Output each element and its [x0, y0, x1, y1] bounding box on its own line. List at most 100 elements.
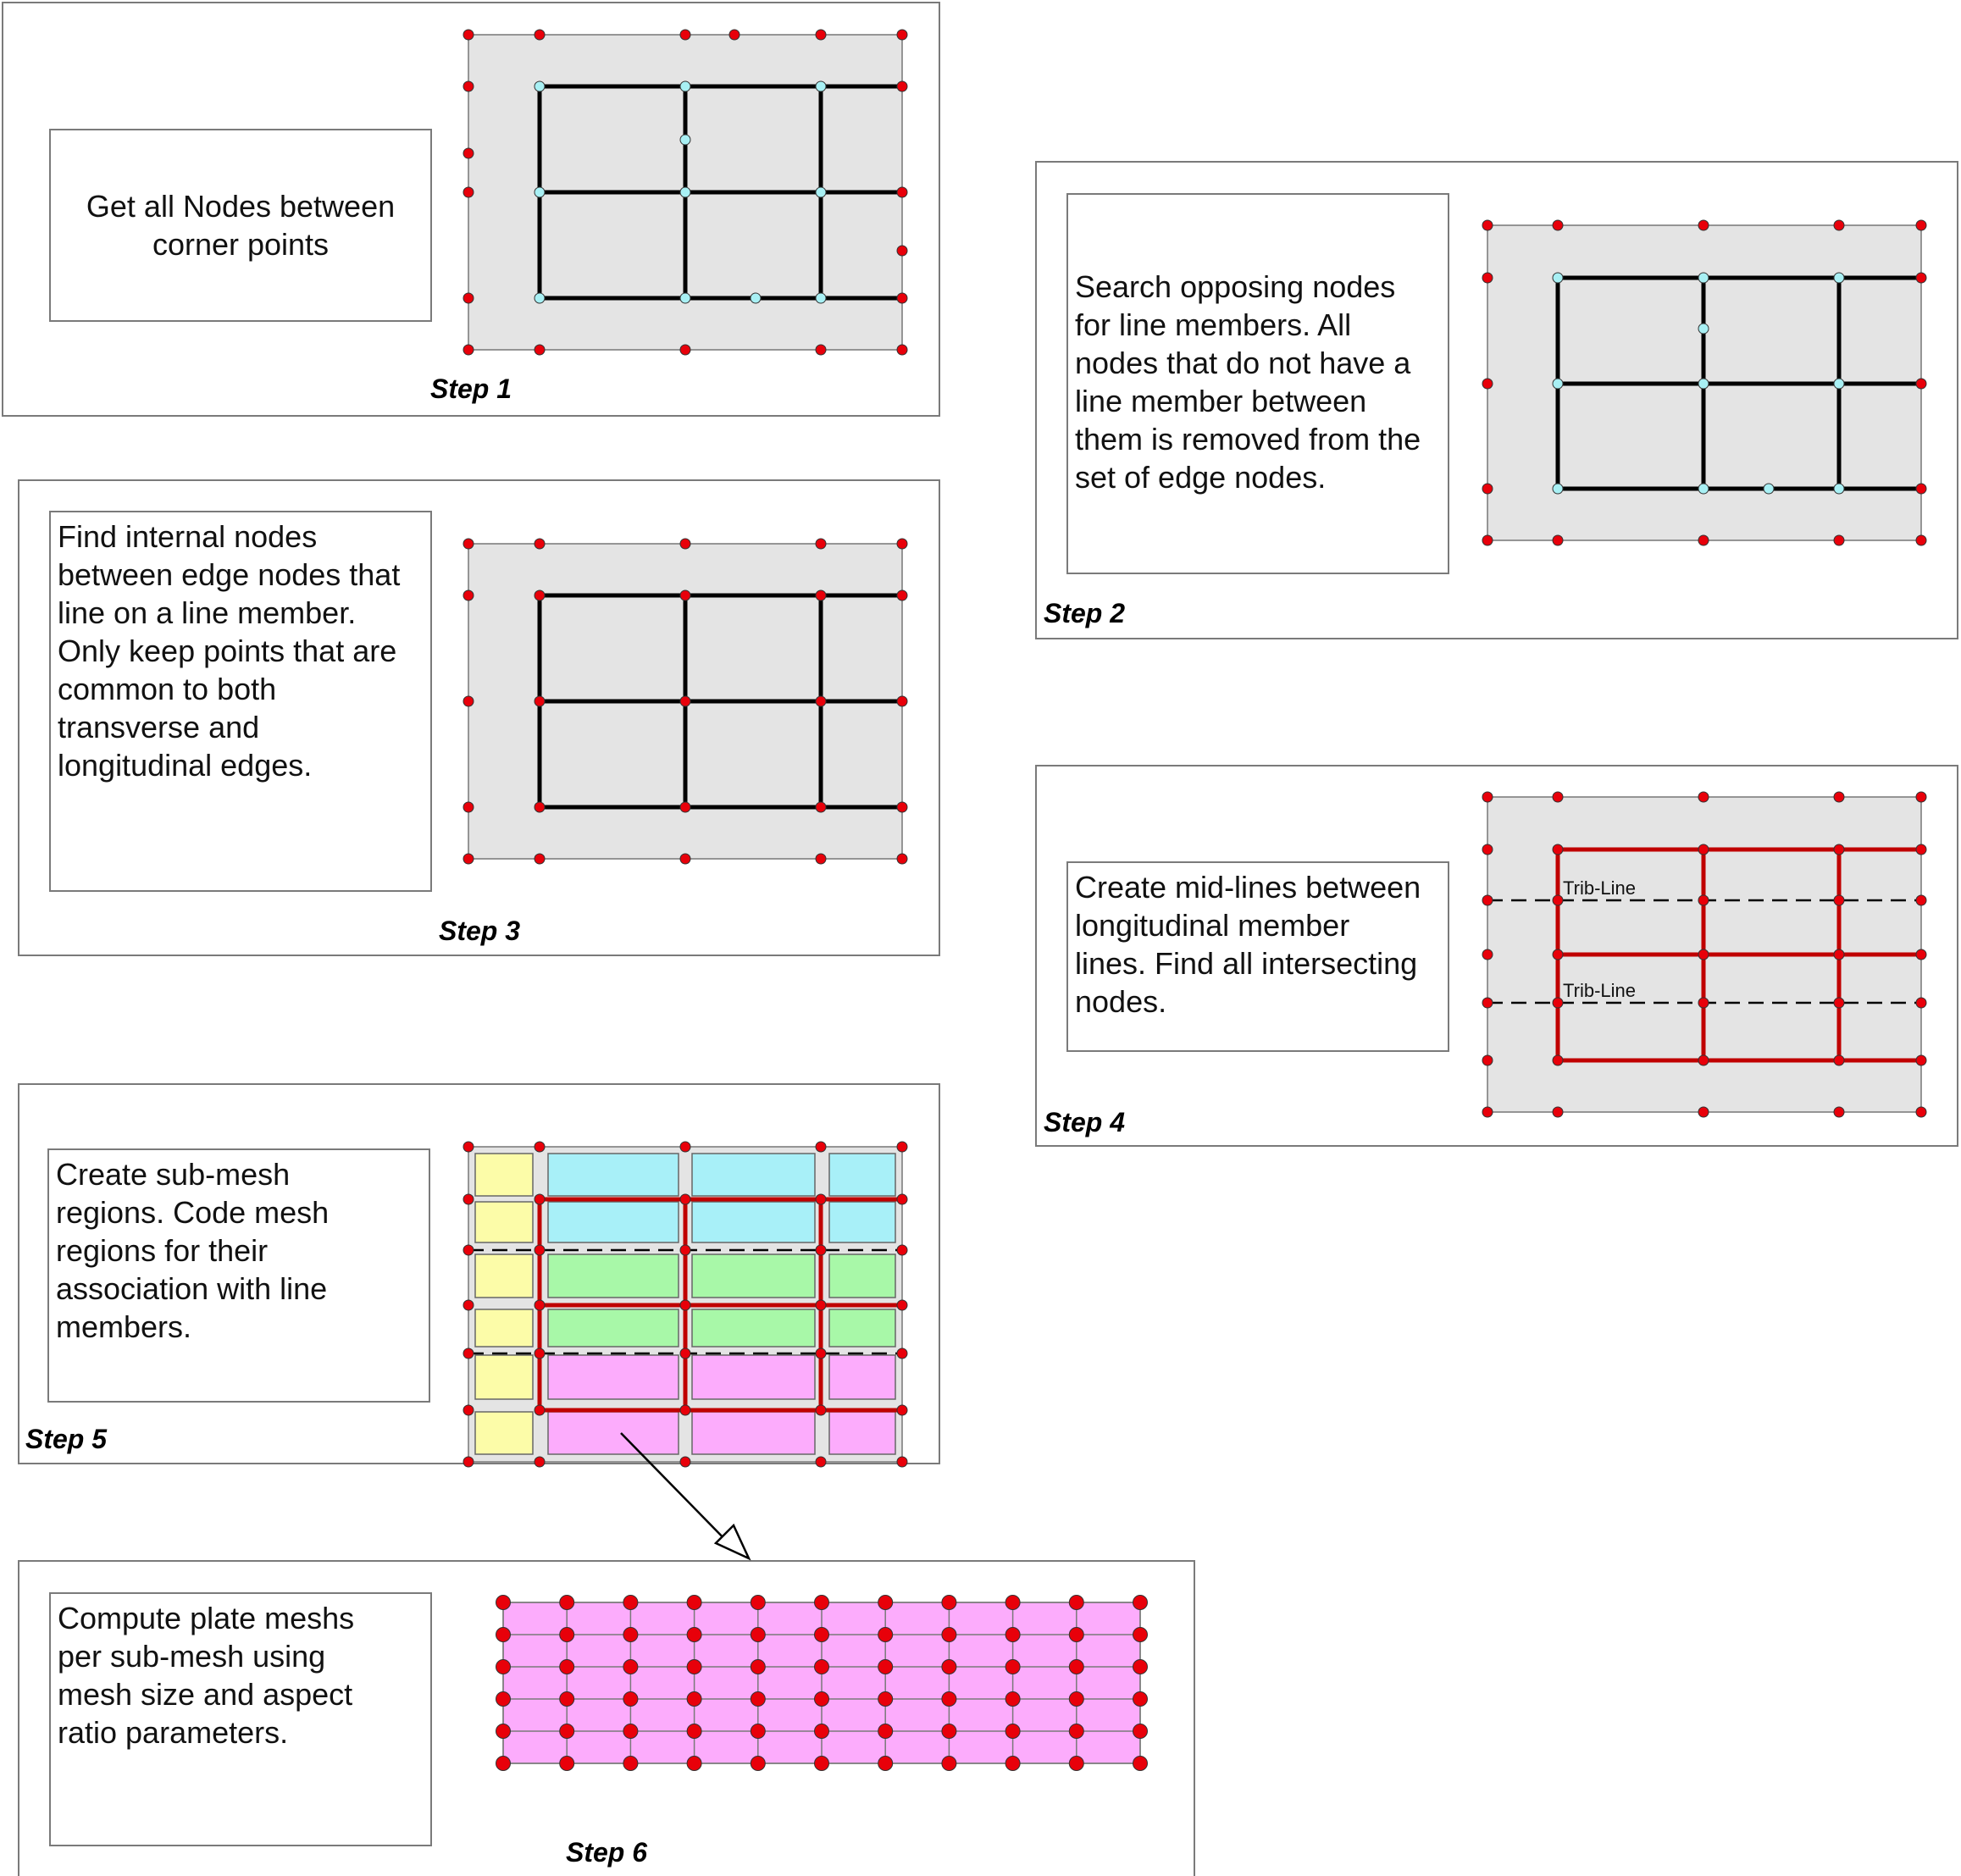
edge-node: [463, 80, 474, 92]
sub-mesh-region: [828, 1153, 896, 1197]
edge-node: [463, 1348, 474, 1359]
mesh-node: [559, 1691, 575, 1707]
edge-node: [896, 292, 908, 304]
edge-node: [896, 589, 908, 601]
mesh-node: [814, 1691, 829, 1707]
step3-plate-figure: [463, 538, 908, 865]
mesh-node: [1068, 1756, 1084, 1771]
mesh-node: [623, 1595, 639, 1610]
internal-node: [815, 292, 827, 304]
edge-node: [679, 853, 691, 865]
mesh-node: [941, 1659, 957, 1674]
mesh-node: [1005, 1595, 1021, 1610]
internal-node: [815, 1193, 827, 1205]
sub-mesh-region: [474, 1253, 534, 1298]
edge-node: [679, 1141, 691, 1153]
mesh-node: [1005, 1691, 1021, 1707]
internal-node: [1552, 272, 1564, 284]
mesh-node: [941, 1756, 957, 1771]
internal-node: [815, 1299, 827, 1311]
mesh-node: [941, 1595, 957, 1610]
edge-node: [1482, 534, 1493, 546]
edge-node: [1698, 791, 1709, 803]
step3-description: Find internal nodes between edge nodes t…: [49, 511, 432, 892]
internal-node: [1833, 378, 1845, 390]
edge-node: [896, 186, 908, 198]
step5-description: Create sub-mesh regions. Code mesh regio…: [47, 1148, 430, 1403]
edge-node: [896, 1456, 908, 1468]
edge-node: [1915, 894, 1927, 906]
mesh-node: [1133, 1659, 1148, 1674]
internal-node: [815, 186, 827, 198]
edge-node: [534, 344, 546, 356]
mesh-node: [1005, 1724, 1021, 1739]
edge-node: [1915, 378, 1927, 390]
edge-node: [1482, 378, 1493, 390]
mesh-node: [496, 1659, 511, 1674]
edge-node: [1482, 791, 1493, 803]
mesh-node: [814, 1659, 829, 1674]
mesh-node: [1005, 1756, 1021, 1771]
internal-node: [534, 1193, 546, 1205]
internal-node: [679, 134, 691, 146]
edge-node: [1552, 219, 1564, 231]
mesh-node: [686, 1756, 702, 1771]
edge-node: [1482, 894, 1493, 906]
step4-plate-figure: Trib-Line Trib-Line: [1482, 791, 1927, 1118]
edge-node: [1915, 219, 1927, 231]
internal-node: [1698, 1054, 1709, 1066]
internal-node: [534, 186, 546, 198]
edge-node: [1552, 534, 1564, 546]
edge-node: [679, 344, 691, 356]
sub-mesh-region: [547, 1253, 679, 1298]
edge-node: [1552, 1106, 1564, 1118]
mesh-node: [1068, 1627, 1084, 1642]
edge-node: [463, 1404, 474, 1416]
edge-node: [1915, 534, 1927, 546]
step5-plate-figure: [463, 1141, 908, 1468]
sub-mesh-region: [828, 1354, 896, 1400]
edge-node: [728, 29, 740, 41]
mesh-node: [878, 1756, 894, 1771]
internal-node: [1552, 483, 1564, 495]
sub-mesh-region: [474, 1354, 534, 1400]
mesh-node: [878, 1627, 894, 1642]
mesh-node: [750, 1595, 766, 1610]
edge-node: [815, 344, 827, 356]
internal-node: [815, 1348, 827, 1359]
edge-node: [463, 589, 474, 601]
edge-node: [896, 344, 908, 356]
mesh-node: [878, 1659, 894, 1674]
edge-node: [896, 1244, 908, 1256]
internal-node: [534, 589, 546, 601]
mesh-node: [623, 1724, 639, 1739]
edge-node: [534, 538, 546, 550]
edge-node: [463, 1141, 474, 1153]
internal-node: [534, 801, 546, 813]
internal-node: [679, 1244, 691, 1256]
edge-node: [1915, 949, 1927, 960]
internal-node: [679, 80, 691, 92]
mesh-node: [814, 1756, 829, 1771]
mesh-node: [496, 1691, 511, 1707]
internal-node: [679, 1404, 691, 1416]
internal-node: [815, 80, 827, 92]
internal-node: [679, 801, 691, 813]
internal-node: [534, 695, 546, 707]
edge-node: [896, 1348, 908, 1359]
step5-label: Step 5: [25, 1424, 108, 1454]
mesh-node: [496, 1724, 511, 1739]
internal-node: [534, 292, 546, 304]
edge-node: [534, 29, 546, 41]
edge-node: [1698, 219, 1709, 231]
mesh-node: [1068, 1724, 1084, 1739]
edge-node: [815, 853, 827, 865]
edge-node: [815, 29, 827, 41]
internal-node: [1552, 949, 1564, 960]
mesh-node: [941, 1627, 957, 1642]
mesh-node: [1068, 1691, 1084, 1707]
edge-node: [1552, 791, 1564, 803]
step1-label: Step 1: [430, 374, 512, 404]
edge-node: [463, 186, 474, 198]
